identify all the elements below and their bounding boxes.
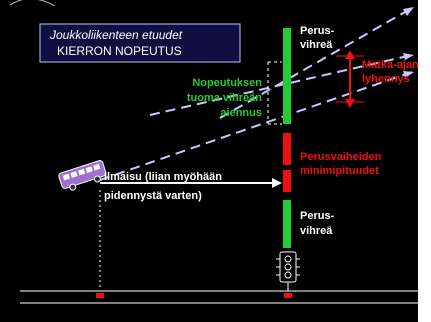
label-perusvihrea-bot-2: vihreä — [300, 225, 333, 237]
label-matka-2: lyhennys — [362, 73, 410, 85]
green-bar-extension — [283, 62, 291, 124]
label-matka-1: Matka-ajan — [362, 59, 419, 71]
arrowhead-main — [403, 71, 414, 78]
bus-icon — [58, 160, 107, 191]
extension-bracket — [267, 61, 282, 125]
title-box: Joukkoliikenteen etuudet KIERRON NOPEUTU… — [39, 23, 241, 63]
traffic-light-icon — [276, 251, 300, 291]
title-line-2: KIERRON NOPEUTUS — [57, 44, 182, 58]
trajectory-arrows-top — [149, 7, 413, 119]
detector-marker — [96, 293, 104, 298]
decorative-arc — [9, 0, 56, 7]
title-line-1: Joukkoliikenteen etuudet — [49, 28, 183, 42]
red-bar-lower — [283, 170, 291, 192]
label-minimi-1: Perusvaiheiden — [300, 151, 382, 163]
arrowhead-top-2 — [403, 53, 414, 60]
label-perusvihrea-top-2: vihreä — [300, 39, 333, 51]
green-bar-bottom — [283, 200, 291, 248]
red-bar-upper — [283, 133, 291, 165]
label-nopeutus-2: tuoma vihreän — [187, 92, 262, 104]
label-perusvihrea-top-1: Perus- — [300, 25, 335, 37]
stop-line-marker — [284, 293, 292, 298]
arrowhead-top-1 — [403, 7, 414, 16]
label-perusvihrea-bot-1: Perus- — [300, 210, 335, 222]
detection-arrowhead — [272, 178, 282, 188]
label-nopeutus-3: aiennus — [220, 107, 262, 119]
travel-time-arrow — [336, 50, 364, 108]
label-ilmaisu-1: Ilmaisu (liian myöhään — [104, 171, 222, 183]
label-minimi-2: minimipituudet — [300, 165, 379, 177]
bus-trajectory — [99, 71, 413, 181]
label-nopeutus-1: Nopeutuksen — [192, 77, 262, 89]
green-bar-top — [283, 28, 291, 90]
label-ilmaisu-2: pidennystä varten) — [104, 190, 202, 202]
